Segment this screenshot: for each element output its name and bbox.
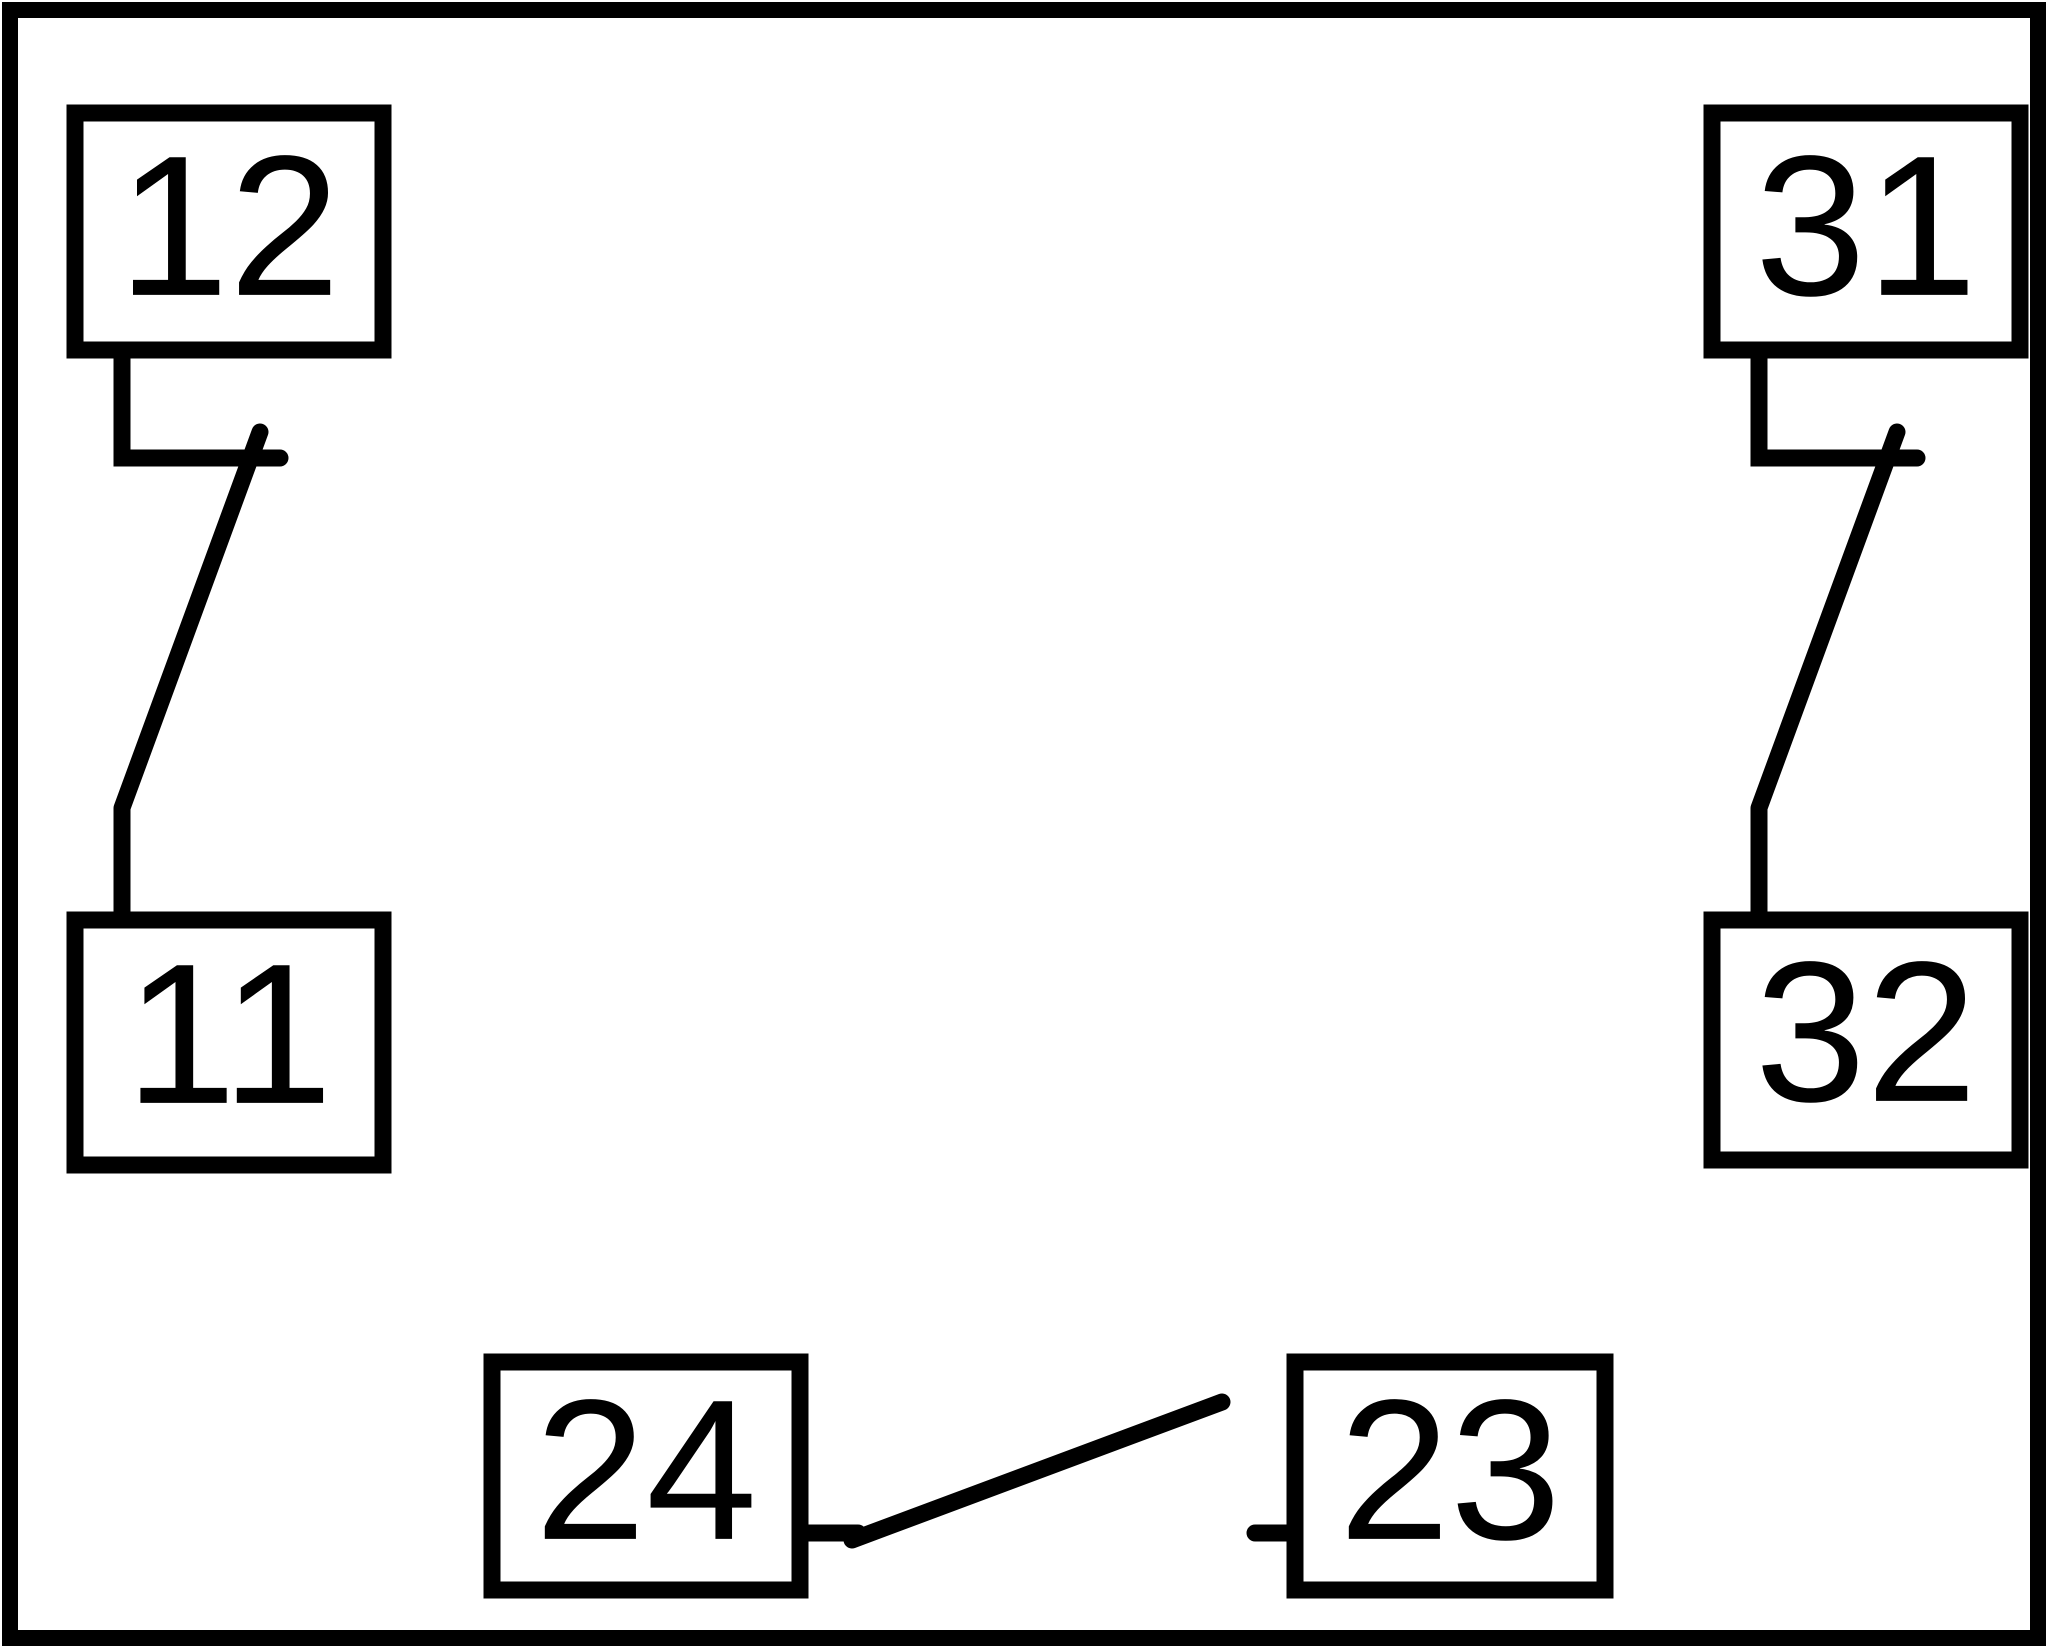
terminal-label-32: 32 bbox=[1755, 921, 1977, 1144]
terminal-label-12: 12 bbox=[118, 115, 340, 338]
terminal-box-23[interactable]: 23 bbox=[1286, 1353, 1614, 1599]
switch-blade-24-23 bbox=[843, 1393, 1231, 1549]
contact-group-1 bbox=[113, 341, 289, 929]
switch-blade-12-11 bbox=[113, 423, 269, 929]
wire-from-31 bbox=[1750, 341, 1926, 467]
wire-from-12 bbox=[113, 341, 289, 467]
terminal-box-23-rect bbox=[1286, 1353, 1614, 1599]
terminal-box-32[interactable]: 32 bbox=[1703, 911, 2029, 1169]
terminal-label-24: 24 bbox=[535, 1359, 757, 1582]
terminal-box-11[interactable]: 11 bbox=[66, 911, 392, 1174]
terminal-label-23: 23 bbox=[1339, 1359, 1561, 1582]
contact-group-2 bbox=[791, 1393, 1309, 1549]
terminal-box-32-rect bbox=[1703, 911, 2029, 1169]
terminal-box-31[interactable]: 31 bbox=[1703, 104, 2029, 359]
switch-blade-31-32 bbox=[1750, 423, 1906, 929]
terminal-label-31: 31 bbox=[1755, 115, 1977, 338]
terminal-box-24[interactable]: 24 bbox=[483, 1353, 809, 1599]
contact-group-3 bbox=[1750, 341, 1926, 929]
terminal-box-31-rect bbox=[1703, 104, 2029, 359]
terminal-box-12[interactable]: 12 bbox=[66, 104, 392, 359]
terminal-box-24-rect bbox=[483, 1353, 809, 1599]
terminal-box-12-rect bbox=[66, 104, 392, 359]
terminal-label-11: 11 bbox=[125, 923, 333, 1146]
terminal-box-11-rect bbox=[66, 911, 392, 1174]
